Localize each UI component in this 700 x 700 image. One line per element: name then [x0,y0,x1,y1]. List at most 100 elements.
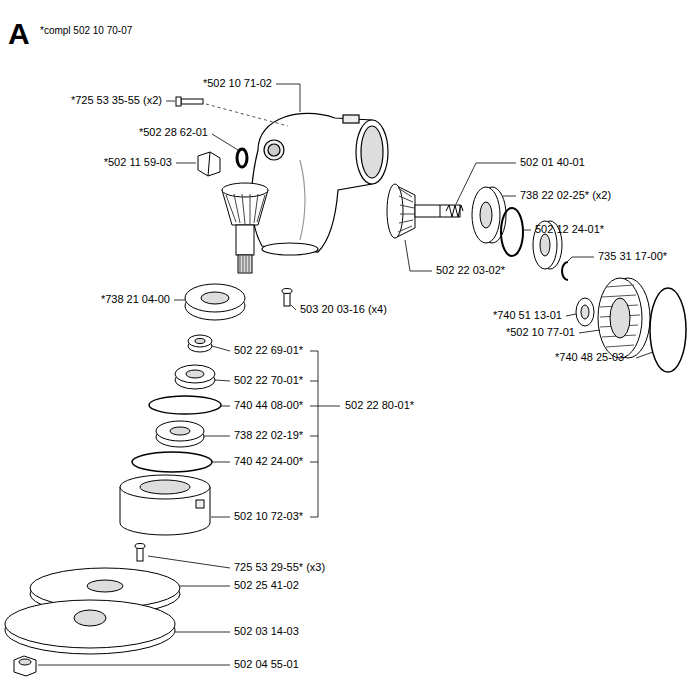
part-number: *740 51 13-01 [493,309,562,323]
gear-housing [300,160,305,240]
leader-line [503,196,516,197]
spacer-ring [501,208,523,256]
leader-line [566,314,576,316]
drive-disc [87,580,123,592]
sealing-ring [237,149,247,167]
sleeve [188,335,212,352]
leader-line [180,586,230,587]
plug-cap [198,152,220,176]
leader-line [212,462,230,463]
kit-bracket [310,517,318,518]
washer [576,298,594,326]
o-ring [149,396,221,414]
screw [284,292,290,306]
part-number: 725 53 29-55* (x3) [234,561,325,575]
kit-bracket [318,351,319,517]
o-ring [650,288,686,372]
kit-bracket [310,406,318,407]
part-number: 502 12 24-01* [535,223,604,237]
part-number: 502 22 70-01* [234,374,303,388]
bearing [201,292,229,304]
part-number: 502 10 72-03* [234,510,303,524]
nut [14,656,36,676]
support-cup [74,610,106,626]
circlip [562,262,568,280]
bevel-gear [387,184,460,238]
housing-bolt [176,97,181,106]
part-number: *502 10 77-01 [506,326,575,340]
part-number: 740 44 08-00* [234,399,303,413]
leader-line [176,163,196,164]
bearing [170,427,190,435]
screw [137,547,143,561]
leader-line [215,380,230,381]
assembly-number: *compl 502 10 70-07 [40,25,132,38]
part-number: 502 22 03-02* [436,264,505,278]
leader-line [579,330,600,333]
part-number: *502 28 62-01 [139,126,208,140]
threaded-cap [598,278,642,358]
leader-line [568,257,594,261]
kit-bracket [318,406,340,407]
leader-line [636,352,653,358]
seal [175,365,215,383]
leader-line [276,84,300,112]
support-cup [5,600,175,648]
spring [446,205,463,217]
pinion-gear [240,256,249,272]
bearing-cover [120,475,210,499]
bearing [540,234,550,256]
o-ring [132,452,212,472]
leader-line [212,134,238,150]
bearing [156,421,204,447]
leader-line [524,230,531,231]
part-number: 502 04 55-01 [234,658,299,672]
pinion-gear [222,183,268,273]
housing-bolt [176,97,288,126]
screw [135,544,145,549]
kit-bracket [310,351,340,517]
kit-bracket [310,351,318,352]
sealing-ring [237,149,247,167]
gear-housing [268,144,280,156]
part-number: *738 21 04-00 [101,293,170,307]
housing-bolt [181,99,203,104]
circlip [562,262,568,280]
part-number: 738 22 02-25* (x2) [520,189,611,203]
leader-line [174,300,185,301]
screw [282,289,292,307]
part-number: *502 10 71-02 [203,77,272,91]
seal [175,365,215,389]
part-number: 502 01 40-01 [520,156,585,170]
support-cup [5,600,175,654]
leader-line [166,101,175,102]
leader-line [405,240,432,271]
part-number: 738 22 02-19* [234,429,303,443]
plug-cap [208,152,210,176]
part-number: 735 31 17-00* [598,250,667,264]
leader-line [148,556,230,568]
threaded-cap [598,278,650,358]
kit-bracket [310,436,318,437]
pinion-gear [238,255,252,273]
leader-line [291,305,296,310]
gear-housing [356,120,388,184]
nut [19,659,31,665]
bearing [472,187,500,243]
bevel-gear [440,205,441,217]
spacer-ring [501,208,523,256]
part-number: *725 53 35-55 (x2) [71,94,162,108]
gear-housing [262,243,318,255]
screw [135,544,145,562]
pinion-gear [222,183,268,197]
leader-line [211,517,230,518]
bearing-cover [196,500,204,508]
leader-line [38,84,653,665]
kit-bracket [310,381,318,382]
bevel-gear [398,188,414,232]
part-number: *740 48 25-03 [555,351,624,365]
leader-line [456,163,516,204]
gear-housing [361,126,383,178]
sleeve [195,339,205,344]
